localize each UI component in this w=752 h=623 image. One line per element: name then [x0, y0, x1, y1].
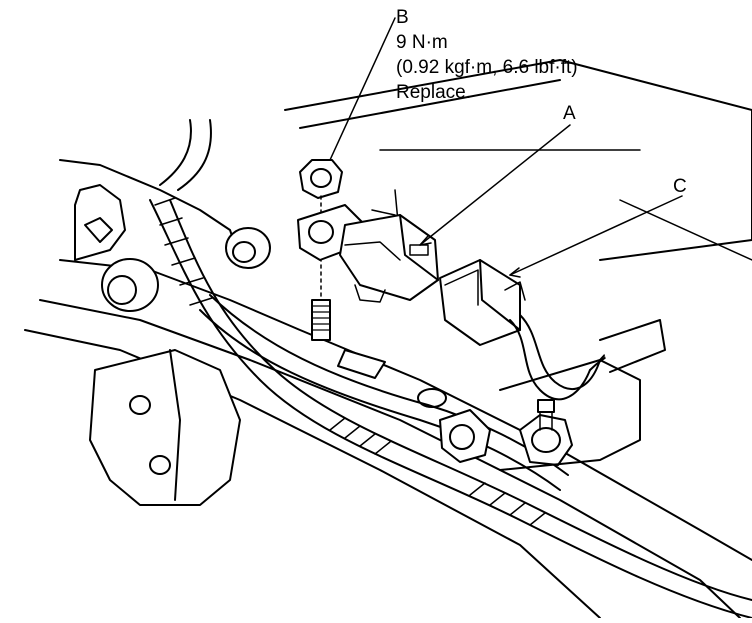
- lower-bracket: [89, 349, 241, 506]
- callout-b-note: Replace.: [396, 82, 471, 103]
- right-bracket: [337, 349, 641, 471]
- callout-b-letter: B: [396, 7, 409, 28]
- sensor-a: [297, 204, 439, 303]
- mounting-plate: [284, 59, 752, 261]
- wire-harness: [149, 119, 752, 619]
- harness-clip: [439, 409, 491, 463]
- leader-c: [509, 195, 683, 276]
- leader-a: [419, 124, 571, 246]
- stud-bolt: [311, 257, 331, 341]
- mounting-boss: [101, 227, 271, 312]
- callout-a-letter: A: [563, 103, 576, 124]
- leader-lines: [329, 17, 683, 278]
- nut-b: [299, 159, 343, 213]
- connector-c: [439, 259, 666, 401]
- callout-b-torque: 9 N·m: [396, 32, 448, 53]
- leader-b: [329, 17, 396, 161]
- callout-b-torque-alt: (0.92 kgf·m, 6.6 lbf·ft): [396, 57, 578, 78]
- callout-c-letter: C: [673, 176, 687, 197]
- mounting-nut: [519, 399, 573, 466]
